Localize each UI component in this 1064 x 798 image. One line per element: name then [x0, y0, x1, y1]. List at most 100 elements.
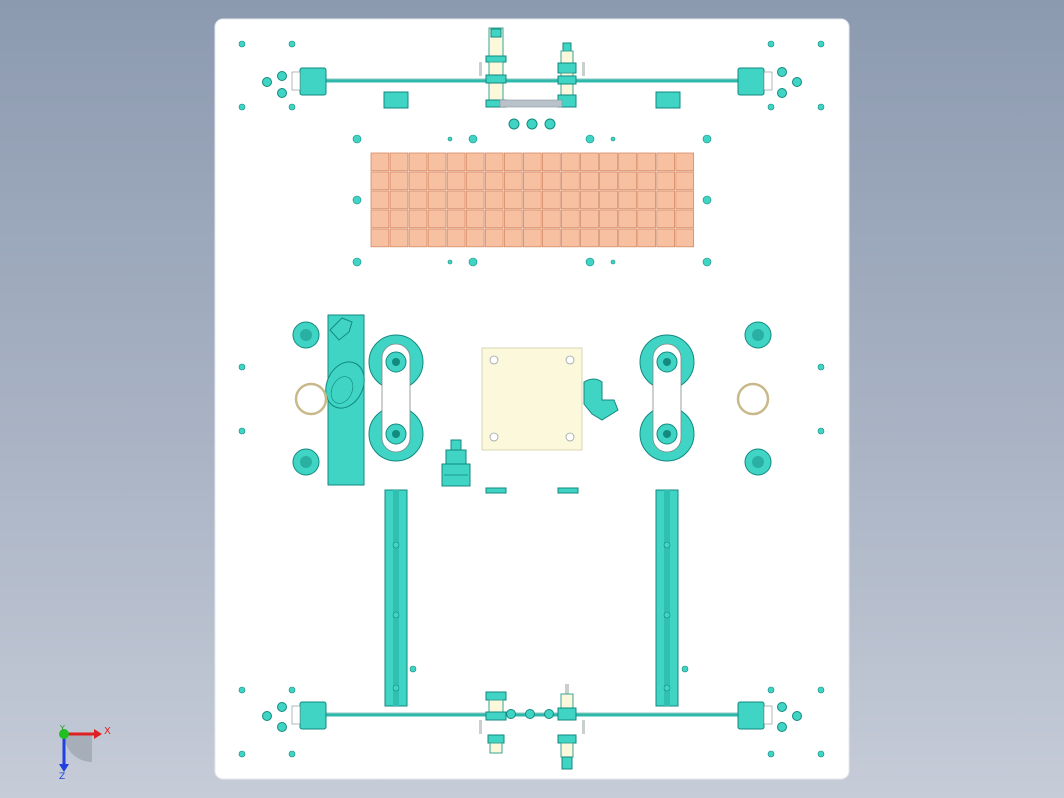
battery-cell [618, 152, 637, 172]
bottom-rail-assembly [262, 684, 802, 770]
battery-cell [561, 228, 580, 248]
battery-cell [389, 152, 409, 172]
battery-cell [618, 209, 637, 229]
battery-cell [503, 228, 523, 248]
battery-cell [580, 209, 599, 229]
y-axis-dot [59, 729, 69, 739]
battery-cell [427, 209, 447, 229]
battery-cell [389, 209, 409, 229]
battery-cell [370, 190, 390, 210]
battery-cell [523, 152, 542, 172]
battery-cell [427, 190, 447, 210]
battery-cell [580, 171, 599, 191]
battery-cell [484, 228, 504, 248]
battery-cell [503, 171, 523, 191]
bottom-right-end-block [737, 701, 765, 730]
battery-cell [561, 152, 580, 172]
triad-shadow [64, 734, 92, 762]
battery-cell [484, 171, 504, 191]
battery-cell [599, 209, 618, 229]
top-rail-assembly [291, 27, 773, 109]
battery-cell [637, 190, 656, 210]
triad-x-label: X [104, 726, 111, 737]
battery-cell [503, 190, 523, 210]
battery-cell [542, 209, 561, 229]
battery-cell [656, 209, 676, 229]
battery-cell [465, 209, 485, 229]
battery-cell [446, 228, 466, 248]
battery-cell [599, 171, 618, 191]
battery-cell [523, 190, 542, 210]
battery-cell [465, 190, 485, 210]
battery-cell [561, 190, 580, 210]
triad-y-label: Y [59, 724, 65, 733]
battery-cell [389, 190, 409, 210]
battery-cell [446, 209, 466, 229]
battery-cell [465, 152, 485, 172]
elbow-fitting-top [329, 317, 353, 341]
battery-cell [408, 152, 428, 172]
battery-cell [465, 228, 485, 248]
battery-cell [427, 228, 447, 248]
right-elbow-fitting [583, 378, 619, 421]
battery-cell [675, 209, 695, 229]
top-left-bracket [383, 91, 409, 109]
coordinate-triad: X Y Z [59, 724, 111, 782]
battery-cell [637, 152, 656, 172]
battery-cell [561, 209, 580, 229]
left-manifold-bar [325, 314, 365, 486]
top-cylinder-right [557, 42, 585, 108]
right-lower-rail [655, 489, 679, 707]
battery-cell [637, 171, 656, 191]
battery-cell [618, 190, 637, 210]
battery-cell [675, 228, 695, 248]
battery-cell [542, 171, 561, 191]
battery-cell [542, 190, 561, 210]
battery-cell [389, 171, 409, 191]
battery-cell [503, 152, 523, 172]
battery-cell [389, 228, 409, 248]
center-pad [481, 347, 583, 451]
battery-cell [484, 152, 504, 172]
top-slide-bar [499, 99, 563, 108]
battery-cell [637, 209, 656, 229]
battery-cell [656, 190, 676, 210]
battery-cell [503, 209, 523, 229]
top-screw-cluster [262, 67, 802, 130]
cell-tray [370, 152, 695, 248]
battery-cell [542, 228, 561, 248]
battery-cell [408, 209, 428, 229]
battery-cell [656, 228, 676, 248]
battery-cell [484, 209, 504, 229]
battery-cell [484, 190, 504, 210]
battery-cell [446, 171, 466, 191]
plate-locating-pins [238, 40, 825, 758]
triad-z-label: Z [59, 772, 65, 782]
right-roller-assembly [639, 334, 695, 462]
battery-cell [408, 171, 428, 191]
cell-tray-mount-screws [352, 134, 712, 267]
battery-cell [675, 190, 695, 210]
battery-cell [542, 152, 561, 172]
battery-cell [599, 152, 618, 172]
battery-cell [675, 171, 695, 191]
battery-cell [446, 190, 466, 210]
top-right-bracket [655, 91, 681, 109]
top-cylinder-left [479, 27, 507, 108]
top-right-end-block [737, 67, 765, 96]
battery-cell [427, 171, 447, 191]
battery-cell [618, 171, 637, 191]
battery-cell [370, 152, 390, 172]
battery-cell [408, 190, 428, 210]
battery-cell [637, 228, 656, 248]
battery-cell [580, 190, 599, 210]
battery-cell [370, 209, 390, 229]
battery-cell [580, 152, 599, 172]
bottom-left-end-block [299, 701, 327, 730]
battery-cell [370, 171, 390, 191]
top-left-end-block [299, 67, 327, 96]
outer-round-feet [292, 321, 772, 476]
battery-cell [599, 228, 618, 248]
bottom-cylinder-right [557, 684, 585, 770]
